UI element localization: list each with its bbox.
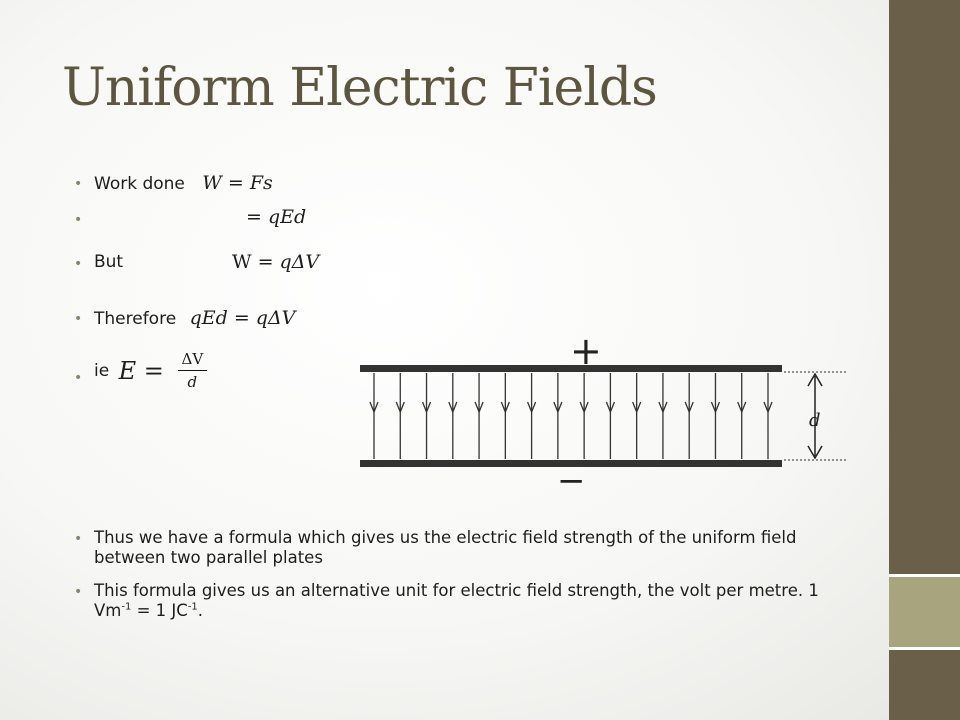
bullet-dot: •	[74, 370, 83, 386]
eq-rhs: qΔV	[255, 307, 296, 329]
equation-therefore: qEd = qΔV	[190, 307, 296, 329]
bullet-but: • But W = qΔV	[74, 252, 319, 272]
equation-work-done: W = Fs	[202, 172, 272, 194]
field-arrow-head	[421, 401, 432, 414]
bullet-text: Therefore	[94, 309, 177, 329]
unit-exponent: -1	[187, 601, 198, 613]
bullet-text: Work done	[94, 174, 185, 194]
field-arrow-head	[474, 401, 484, 414]
slide-title: Uniform Electric Fields	[62, 58, 658, 118]
equation-qed: = qEd	[246, 208, 306, 227]
unit-exponent: -1	[121, 601, 132, 613]
eq-equals: =	[257, 251, 274, 273]
negative-sign: −	[557, 461, 586, 494]
eq-rhs: qEd	[267, 206, 307, 228]
paragraph-formula-summary: • Thus we have a formula which gives us …	[74, 528, 834, 568]
bullet-ie: • ie E = ΔV d	[74, 352, 208, 391]
eq-lhs: E	[118, 357, 137, 385]
side-bar-separator-top	[889, 574, 960, 577]
equation-field-strength: E =	[119, 357, 172, 385]
equation-but: W = qΔV	[232, 253, 319, 272]
bullet-text: But	[94, 252, 124, 272]
field-arrow-head	[395, 401, 405, 414]
field-arrow-head	[605, 401, 616, 414]
paragraph-text: Thus we have a formula which gives us th…	[94, 528, 797, 567]
field-arrow-head	[684, 401, 694, 414]
paragraph-text: This formula gives us an alternative uni…	[94, 581, 819, 620]
field-arrow-head	[553, 401, 563, 414]
eq-rhs: qΔV	[279, 251, 320, 273]
distance-label: d	[809, 410, 821, 431]
paragraph-unit: • This formula gives us an alternative u…	[74, 581, 834, 621]
eq-lhs: qEd	[189, 307, 228, 329]
bullet-dot: •	[74, 584, 83, 600]
fraction-numerator: ΔV	[177, 352, 208, 371]
positive-plate	[360, 365, 782, 372]
eq-equals: =	[246, 206, 262, 228]
side-bar-accent	[889, 577, 960, 647]
side-decoration-bar	[889, 0, 960, 720]
distance-arrow-top-head	[807, 372, 823, 387]
bullet-dot: •	[74, 311, 83, 327]
field-arrow-head	[448, 401, 458, 414]
field-arrow-head	[737, 401, 747, 414]
bullet-dot: •	[74, 256, 83, 272]
paragraph-text-mid: = 1 JC	[131, 601, 188, 620]
bullet-therefore: • Therefore qEd = qΔV	[74, 307, 296, 329]
bullet-dot: •	[74, 531, 83, 547]
field-arrow-head	[763, 401, 773, 414]
parallel-plates-diagram: + − d	[360, 332, 848, 494]
bullet-work-done: • Work done W = Fs	[74, 172, 273, 194]
eq-rhs: Fs	[249, 172, 273, 194]
field-arrow-head	[710, 401, 721, 414]
field-arrow-head	[632, 401, 642, 414]
field-arrow-head	[579, 401, 589, 414]
field-arrow-head	[369, 401, 379, 414]
field-arrow-head	[500, 401, 510, 414]
eq-equals: =	[143, 357, 164, 385]
field-lines	[369, 373, 773, 459]
fraction-denominator: d	[187, 373, 198, 391]
distance-arrow-bottom-head	[807, 445, 823, 460]
negative-plate	[360, 460, 782, 467]
bullet-dot: •	[74, 176, 83, 192]
fraction: ΔV d	[177, 352, 208, 391]
side-bar-separator-bottom	[889, 647, 960, 650]
eq-lhs: W	[232, 251, 252, 273]
eq-equals: =	[227, 172, 244, 194]
paragraph-text-end: .	[197, 601, 204, 620]
eq-lhs: W	[202, 172, 222, 194]
bullet-dot: •	[74, 212, 83, 228]
field-arrow-head	[658, 401, 668, 414]
field-arrow-head	[526, 401, 537, 414]
bullet-text: ie	[94, 360, 110, 381]
eq-equals: =	[233, 307, 250, 329]
